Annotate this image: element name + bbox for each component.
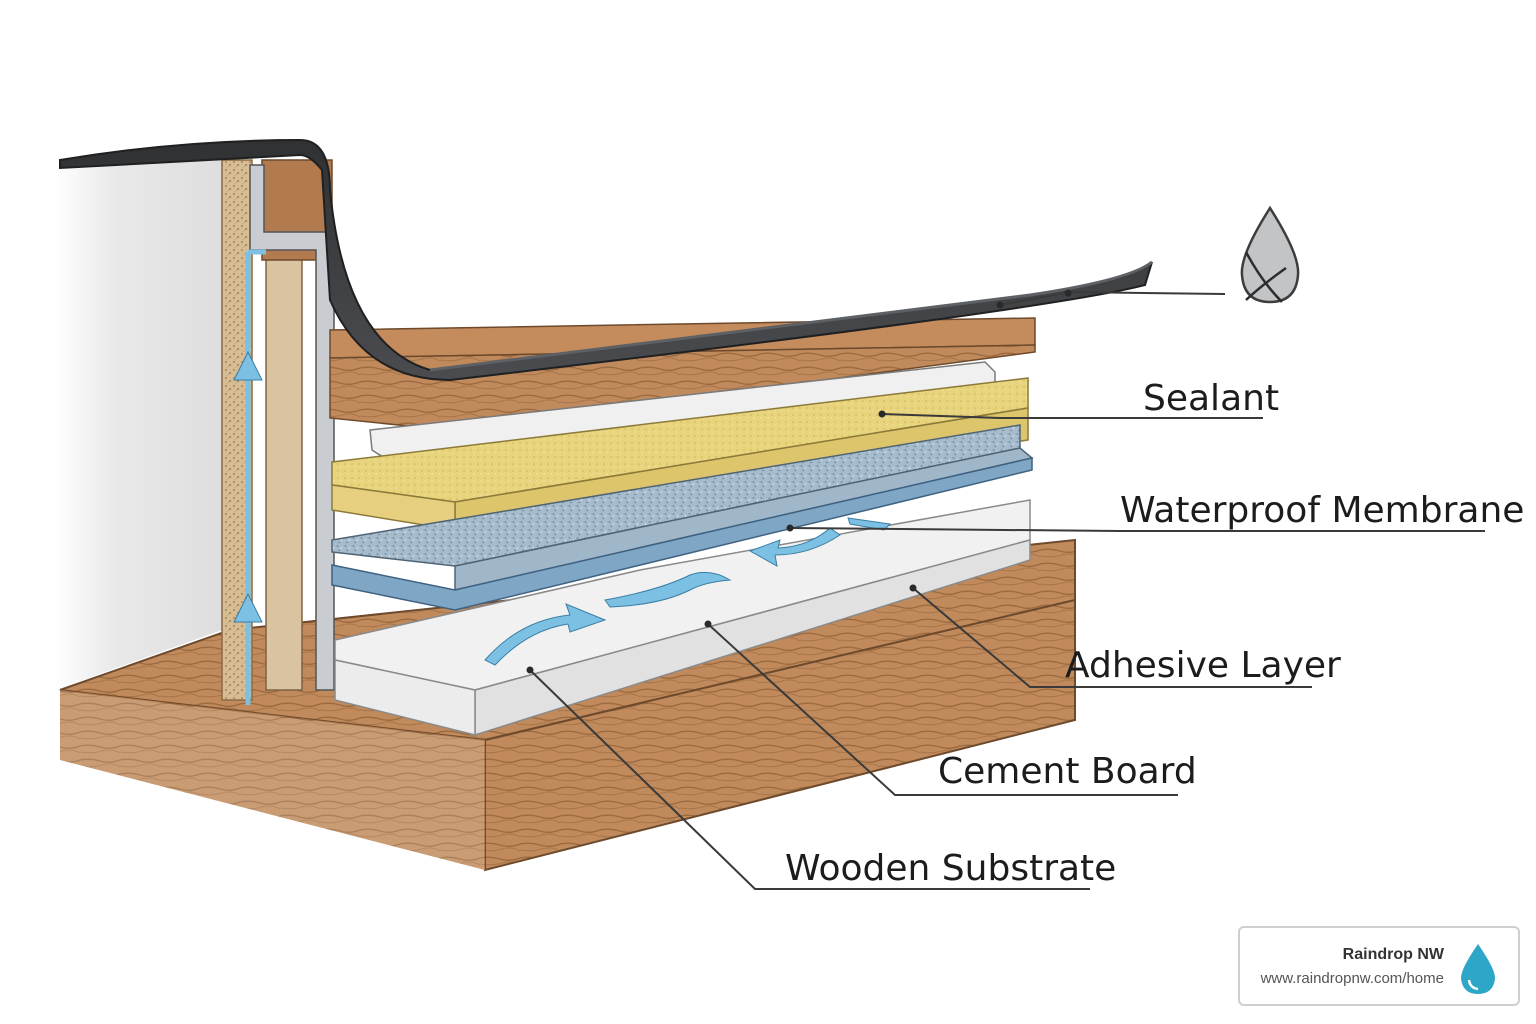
leader-dot-drop-2 — [1064, 289, 1072, 297]
airflow-arrow-4 — [847, 517, 892, 531]
rubber-membrane-lip — [429, 260, 1153, 372]
label-waterproof-membrane: Waterproof Membrane — [1120, 490, 1524, 531]
label-wooden-substrate: Wooden Substrate — [785, 848, 1116, 889]
water-drop-crossed-icon — [1240, 205, 1300, 304]
airflow-arrow-1 — [484, 603, 607, 666]
brand-name: Raindrop NW — [1342, 946, 1444, 963]
label-sealant: Sealant — [1143, 378, 1279, 419]
leader-dot-cement-board — [704, 620, 712, 628]
wooden-substrate-left — [60, 690, 485, 870]
water-arrow-up-2 — [233, 592, 263, 623]
leader-dot-waterproof-membrane — [786, 524, 794, 532]
leader-waterproof-membrane — [789, 527, 1485, 532]
concrete-wall — [55, 155, 222, 690]
leader-dot-adhesive-layer — [909, 584, 917, 592]
leader-adhesive-layer — [912, 587, 1312, 688]
metal-flashing — [249, 164, 335, 691]
label-adhesive-layer: Adhesive Layer — [1065, 645, 1341, 686]
wall-sheathing — [265, 249, 303, 691]
leader-dot-sealant — [878, 410, 886, 418]
blue-membrane-edge — [331, 457, 1033, 611]
brand-url[interactable]: www.raindropnw.com/home — [1260, 970, 1444, 987]
airflow-arrow-2 — [604, 571, 732, 608]
leader-sealant — [881, 413, 1263, 419]
water-arrow-up-1 — [233, 350, 263, 381]
label-cement-board: Cement Board — [938, 751, 1197, 792]
airflow-arrow-3 — [748, 527, 841, 567]
brand-card: Raindrop NW www.raindropnw.com/home — [1238, 926, 1520, 1006]
leader-dot-wooden-substrate — [526, 666, 534, 674]
leader-cement-board — [707, 623, 1178, 796]
leader-dot-drop-1 — [996, 301, 1004, 309]
water-drop-icon — [1460, 944, 1496, 994]
cement-board-left — [334, 659, 476, 736]
leader-wooden-substrate — [529, 669, 1090, 890]
